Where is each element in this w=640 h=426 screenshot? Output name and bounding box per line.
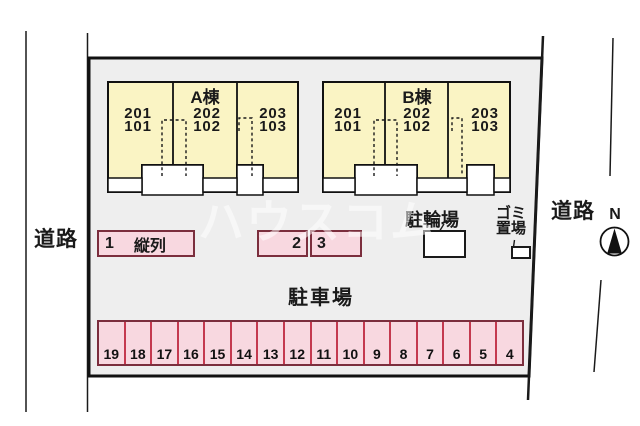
- parking-space-number: 3: [317, 234, 326, 252]
- building-a-unit-3-numbers: 203 103: [241, 105, 305, 135]
- parking-space-11: 11: [309, 322, 337, 364]
- tandem-label: 縦列: [133, 237, 166, 255]
- building-b-porch-strip-3: [493, 177, 511, 193]
- building-b-entrance-path-2: [451, 117, 463, 176]
- parking-space-4: 4: [495, 322, 522, 364]
- parking-space-3: 3: [310, 230, 362, 257]
- building-a-entrance-path-2: [238, 117, 253, 176]
- building-a-porch-strip-3: [262, 177, 299, 193]
- unit-lower-number: 102: [193, 118, 221, 135]
- parking-row: 19 18 17 16 15 14 13 12 11 10 9 8 7 6 5 …: [97, 320, 524, 366]
- building-a-unit-2-numbers: 202 102: [175, 105, 239, 135]
- unit-lower-number: 101: [124, 118, 152, 135]
- unit-upper-number: 203: [259, 105, 287, 122]
- building-b-unit-2-numbers: 202 102: [385, 105, 449, 135]
- garbage-label-line1: ゴミ: [496, 205, 527, 222]
- unit-upper-number: 201: [334, 105, 362, 122]
- compass-north-label: N: [609, 206, 621, 223]
- unit-lower-number: 102: [403, 118, 431, 135]
- building-a-porch-strip-1: [107, 177, 143, 193]
- parking-space-10: 10: [336, 322, 363, 364]
- road-label-right: 道路: [551, 200, 595, 223]
- road-edge-right-outer-bottom: [593, 279, 602, 373]
- building-b-porch-strip-1: [322, 177, 356, 193]
- garbage-label-line2: 置場: [496, 220, 527, 237]
- parking-space-6: 6: [442, 322, 469, 364]
- bicycle-parking-label: 駐輪場: [405, 210, 459, 230]
- parking-space-19: 19: [103, 346, 120, 362]
- compass-needle-icon: [607, 228, 622, 254]
- building-a-unit-1-numbers: 201 101: [106, 105, 170, 135]
- unit-upper-number: 202: [193, 105, 221, 122]
- parking-space-7: 7: [415, 322, 443, 364]
- road-edge-right-outer-top: [609, 37, 614, 177]
- garbage-area-box: [511, 246, 531, 259]
- parking-space-number: 2: [292, 234, 301, 252]
- parking-space-14: 14: [229, 322, 257, 364]
- building-a-entrance-notch-1: [141, 164, 204, 196]
- parking-space-9: 9: [362, 322, 390, 364]
- parking-space-18: 18: [123, 322, 151, 364]
- parking-space-2: 2: [257, 230, 308, 257]
- unit-lower-number: 101: [334, 118, 362, 135]
- building-b-entrance-path-1: [373, 119, 398, 176]
- parking-space-15: 15: [203, 322, 230, 364]
- parking-space-5: 5: [468, 322, 496, 364]
- parking-space-number: 1: [105, 234, 114, 252]
- unit-upper-number: 201: [124, 105, 152, 122]
- building-a-entrance-notch-2: [236, 164, 264, 196]
- parking-space-1-tandem: 1 縦列: [97, 230, 195, 257]
- building-a-title: A棟: [190, 88, 220, 107]
- parking-space-17: 17: [150, 322, 177, 364]
- building-b-entrance-notch-1: [354, 164, 418, 196]
- building-a-porch-strip-2: [202, 177, 238, 193]
- parking-space-12: 12: [282, 322, 310, 364]
- unit-upper-number: 203: [471, 105, 499, 122]
- parking-space-16: 16: [176, 322, 204, 364]
- road-edge-right-boundary: [526, 35, 545, 401]
- bicycle-parking-area: [423, 230, 466, 258]
- garbage-area-label: ゴミ 置場: [496, 206, 526, 236]
- building-b-entrance-notch-2: [466, 164, 495, 196]
- garbage-area-leader-line: [512, 239, 516, 248]
- parking-space-8: 8: [389, 322, 416, 364]
- parking-space-13: 13: [256, 322, 283, 364]
- road-label-left: 道路: [34, 228, 78, 251]
- unit-lower-number: 103: [259, 118, 287, 135]
- building-b-unit-3-numbers: 203 103: [453, 105, 517, 135]
- building-b-porch-strip-2: [416, 177, 468, 193]
- unit-lower-number: 103: [471, 118, 499, 135]
- building-b-title: B棟: [402, 88, 432, 107]
- unit-upper-number: 202: [403, 105, 431, 122]
- building-b-unit-1-numbers: 201 101: [316, 105, 380, 135]
- parking-lot-label: 駐車場: [288, 287, 354, 309]
